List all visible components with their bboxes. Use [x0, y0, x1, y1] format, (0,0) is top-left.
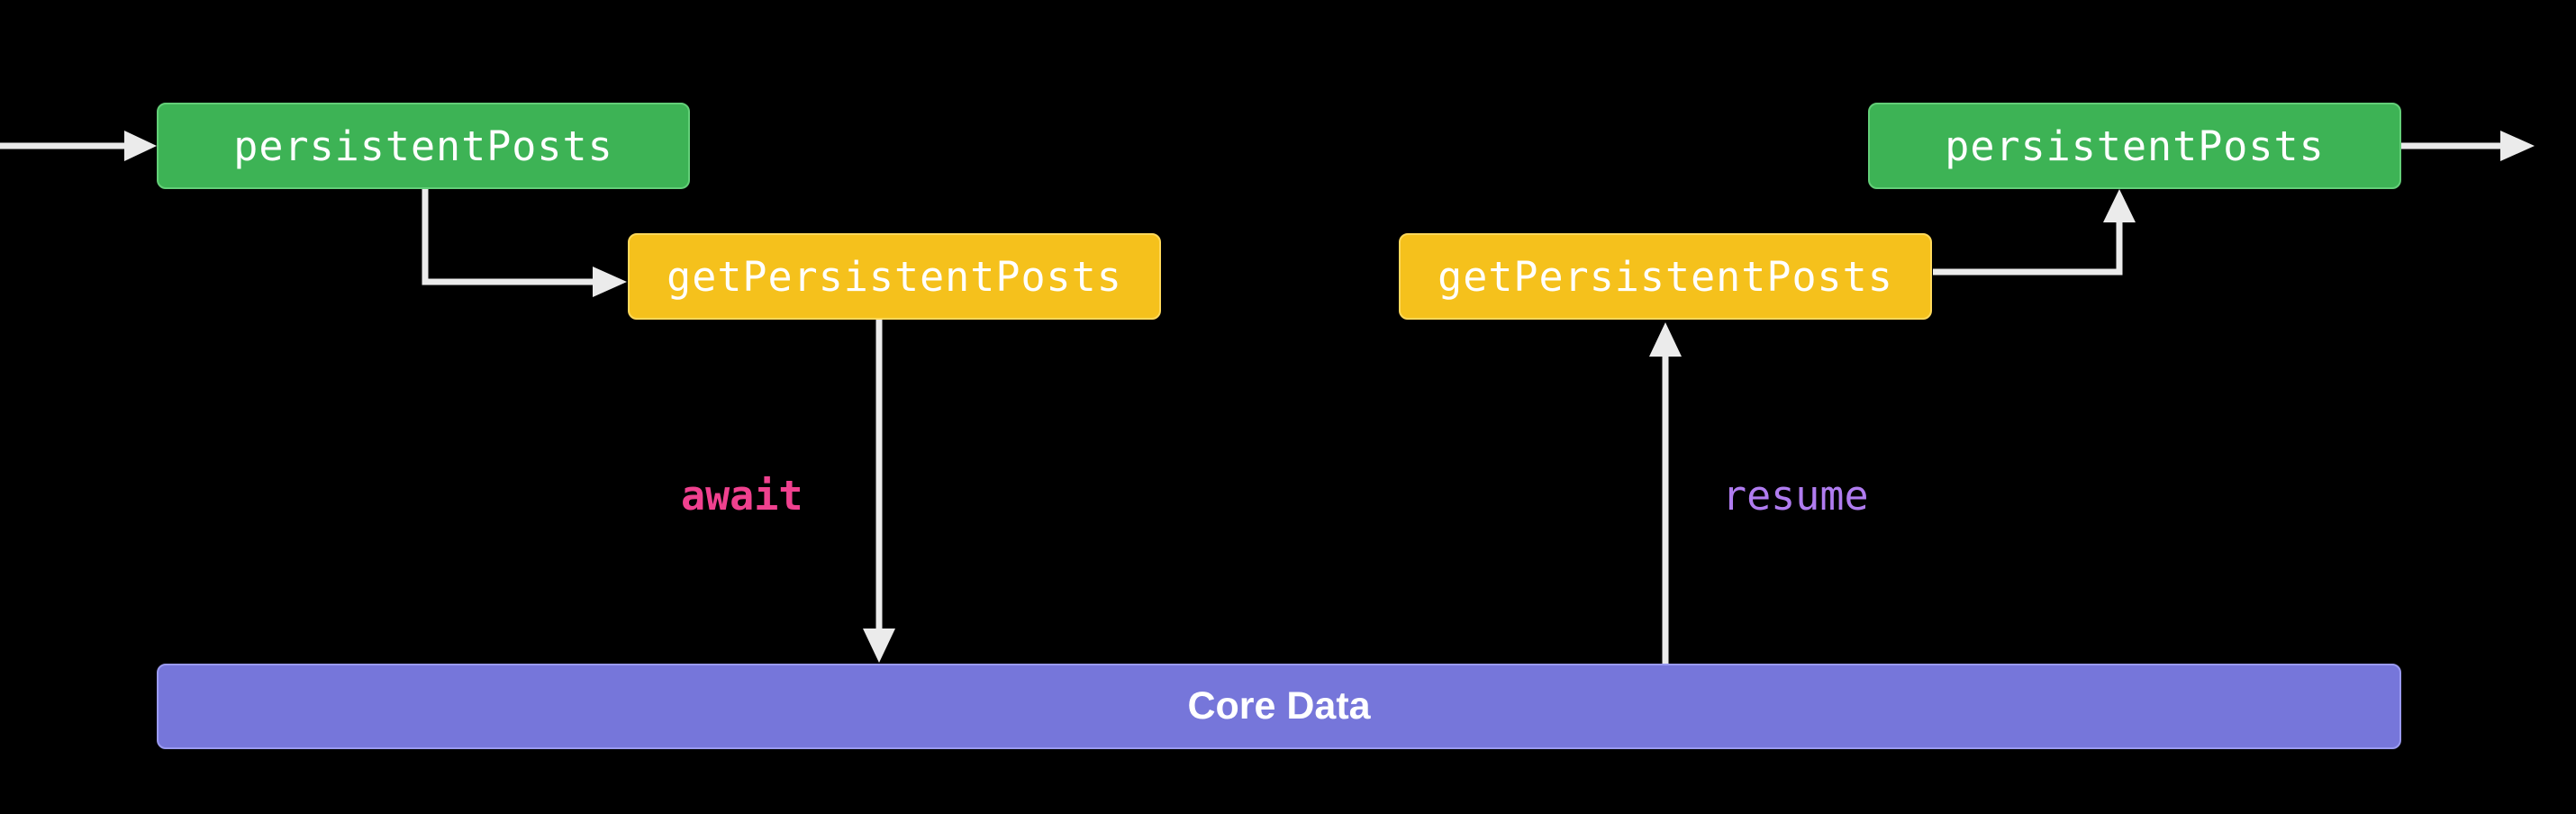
outgoing-arrowhead: [2500, 131, 2535, 161]
get-persistent-posts-right-node: getPersistentPosts: [1399, 233, 1932, 320]
await-label: await: [681, 472, 803, 520]
resume-label: resume: [1722, 472, 1869, 520]
persistent-posts-right-label: persistentPosts: [1945, 122, 2325, 170]
get-persistent-posts-left-label: getPersistentPosts: [667, 252, 1122, 301]
core-data-label: Core Data: [1187, 684, 1371, 728]
incoming-arrowhead: [124, 131, 157, 161]
get-persistent-posts-right-label: getPersistentPosts: [1438, 252, 1893, 301]
await-arrowhead: [863, 629, 895, 663]
call-arrowhead: [593, 267, 627, 297]
return-arrowhead: [2103, 189, 2136, 222]
persistent-posts-left-label: persistentPosts: [233, 122, 613, 170]
core-data-node: Core Data: [157, 664, 2401, 749]
call-arrow-line: [422, 189, 594, 285]
return-arrow-line: [1933, 221, 2123, 276]
get-persistent-posts-left-node: getPersistentPosts: [628, 233, 1161, 320]
persistent-posts-left-node: persistentPosts: [157, 103, 690, 189]
resume-arrowhead: [1649, 322, 1682, 357]
persistent-posts-right-node: persistentPosts: [1868, 103, 2401, 189]
